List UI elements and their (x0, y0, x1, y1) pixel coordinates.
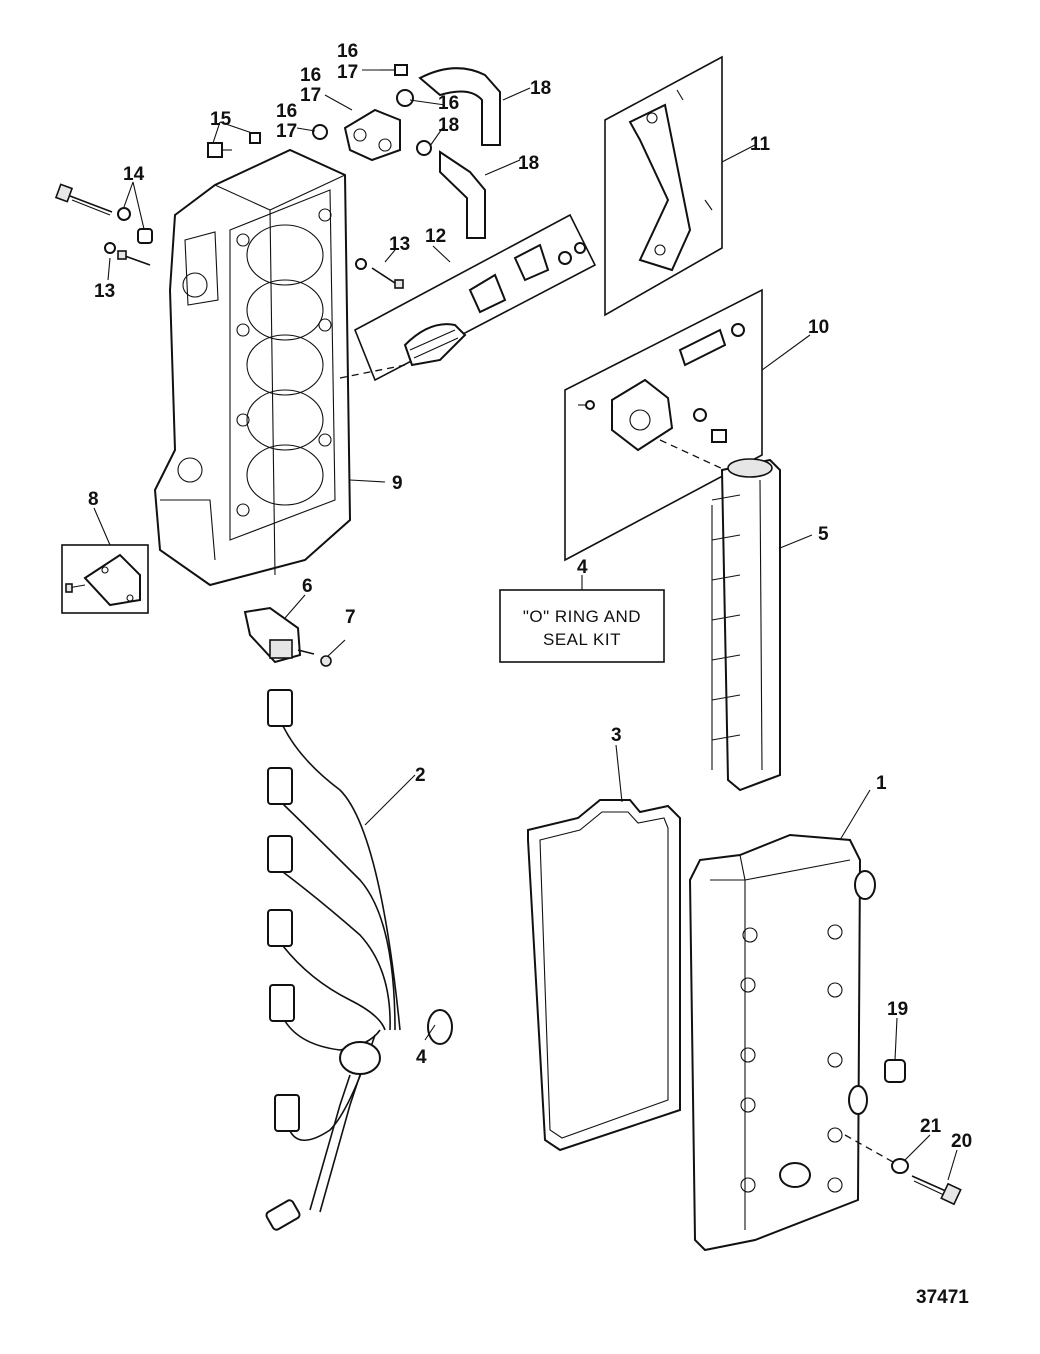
callout-21: 21 (920, 1116, 942, 1137)
part-11-arm-assembly (604, 55, 723, 317)
callout-5: 5 (818, 524, 829, 545)
fitting-assembly-16-17 (312, 64, 432, 162)
callout-labels: 1 2 3 4 4 5 6 7 8 9 10 11 12 13 13 14 15… (88, 41, 972, 1152)
callout-17-b: 17 (300, 85, 321, 106)
callout-2: 2 (415, 765, 426, 786)
callout-15: 15 (210, 109, 232, 130)
callout-10: 10 (808, 317, 829, 338)
part-5-rail (711, 458, 781, 792)
seal-4 (427, 1009, 453, 1045)
callout-20: 20 (951, 1131, 972, 1152)
callout-18-a: 18 (438, 115, 459, 136)
bolt-13-left (104, 242, 151, 266)
callout-19: 19 (887, 999, 908, 1020)
callout-6: 6 (302, 576, 313, 597)
callout-13-right: 13 (389, 234, 410, 255)
callout-16-b: 16 (300, 65, 321, 86)
callout-11: 11 (750, 134, 771, 155)
callout-16-c: 16 (276, 101, 297, 122)
callout-8: 8 (88, 489, 99, 510)
callout-18-b: 18 (530, 78, 551, 99)
kit-box-line2: SEAL KIT (543, 630, 621, 649)
leader-lines (93, 69, 958, 1181)
callout-14: 14 (123, 164, 145, 185)
kit-box-line1: "O" RING AND (523, 607, 641, 626)
part-12-linkage-kit (353, 213, 597, 382)
part-3-gasket (527, 799, 681, 1152)
hose-18-upper (418, 67, 501, 146)
callout-12: 12 (425, 226, 446, 247)
callout-4-seal: 4 (416, 1047, 427, 1068)
part-2-harness (265, 689, 401, 1231)
callout-16-a: 16 (337, 41, 358, 62)
kit-box-4: "O" RING AND SEAL KIT (499, 589, 665, 663)
part-6-injector (243, 606, 315, 664)
bolt-14 (54, 183, 153, 244)
callout-16-d: 16 (438, 93, 459, 114)
callout-9: 9 (392, 473, 403, 494)
part-20-bolt (911, 1175, 962, 1206)
part-1-cover (688, 833, 876, 1252)
part-10-valve-assembly (564, 288, 763, 562)
callout-13-left: 13 (94, 281, 115, 302)
callout-1: 1 (876, 773, 887, 794)
callout-17-a: 17 (337, 62, 358, 83)
part-21-washer (891, 1158, 909, 1174)
bolt-13-right (355, 258, 404, 289)
part-19-spacer (884, 1059, 906, 1083)
callout-7: 7 (345, 607, 356, 628)
callout-17-c: 17 (276, 121, 297, 142)
figure-number: 37471 (916, 1287, 969, 1308)
part-8-cover-plate (61, 544, 149, 614)
fitting-15 (207, 132, 261, 158)
callout-3: 3 (611, 725, 622, 746)
part-9-housing (153, 148, 352, 587)
hose-18-lower (439, 150, 486, 239)
callout-4-box: 4 (577, 557, 588, 578)
part-7-oring (320, 655, 332, 667)
callout-18-c: 18 (518, 153, 539, 174)
